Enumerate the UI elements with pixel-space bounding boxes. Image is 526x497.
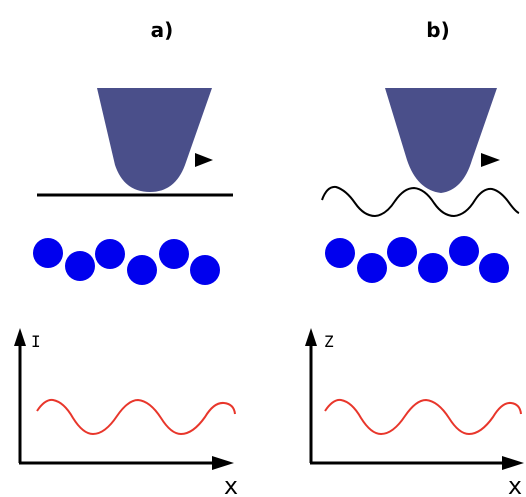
y-axis-arrowhead-a <box>14 328 26 346</box>
x-axis-arrowhead-a <box>212 456 234 470</box>
panel-b: b) Z x <box>305 18 524 497</box>
tip-a <box>97 88 212 192</box>
y-axis-label-b: Z <box>324 332 334 351</box>
y-axis-arrowhead-b <box>305 328 317 346</box>
right-arrow-icon <box>195 153 213 167</box>
atom-row-b <box>325 236 509 283</box>
x-axis-label-b: x <box>508 472 522 497</box>
signal-curve-b <box>324 398 522 436</box>
y-axis-label-a: I <box>31 332 41 351</box>
panel-b-label: b) <box>426 18 449 42</box>
tip-trajectory-b <box>321 185 520 218</box>
right-arrow-icon <box>481 153 500 167</box>
panel-a: a) I x <box>14 18 238 497</box>
atom-row-a <box>33 238 220 285</box>
panel-a-label: a) <box>151 18 174 42</box>
x-axis-arrowhead-b <box>502 456 524 470</box>
signal-curve-a <box>36 398 236 436</box>
x-axis-label-a: x <box>224 472 238 497</box>
tip-b <box>385 88 497 193</box>
